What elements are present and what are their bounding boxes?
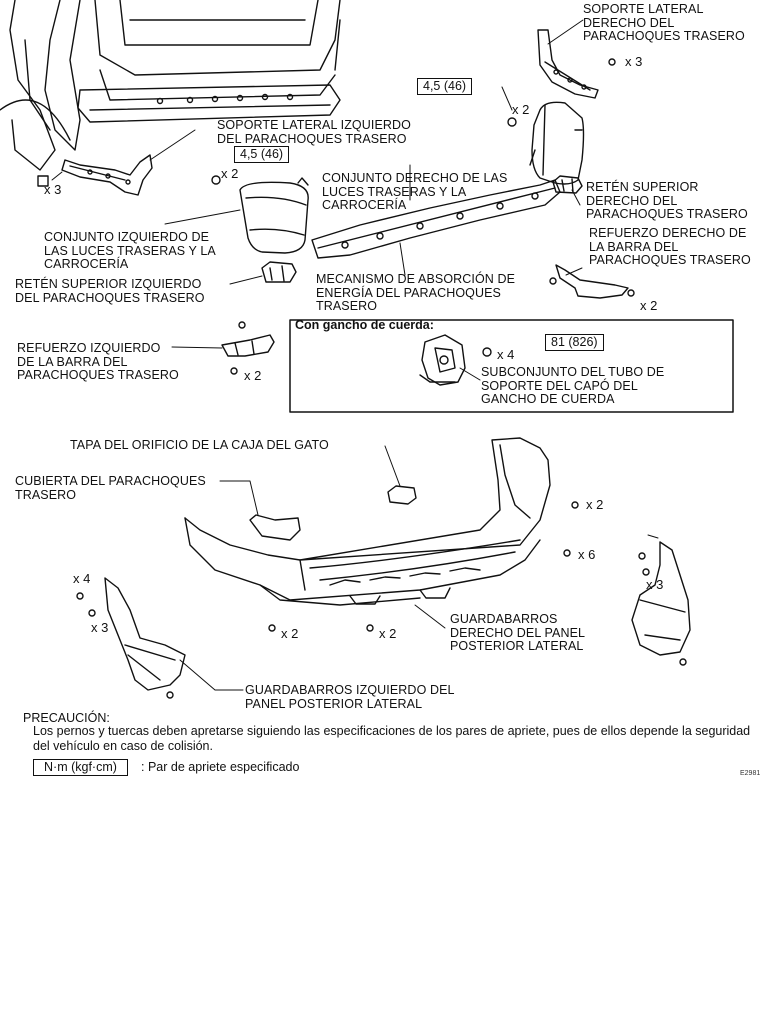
left-mudguard-part: [76, 577, 186, 699]
caution-text: Los pernos y tuercas deben apretarse sig…: [33, 724, 751, 753]
inset-title: Con gancho de cuerda:: [295, 318, 434, 332]
qty-left-reinforcement-bolts: x 2: [244, 368, 262, 383]
rope-hook-inset: [289, 319, 734, 413]
legend-description: : Par de apriete especificado: [141, 760, 300, 774]
qty-left-bracket-bolts: x 3: [44, 182, 62, 197]
leader-lines: [164, 19, 584, 691]
label-hook-subassembly: SUBCONJUNTO DEL TUBO DE SOPORTE DEL CAPÓ…: [481, 365, 665, 406]
left-upper-retainer-part: [261, 261, 297, 283]
label-left-mudguard: GUARDABARROS IZQUIERDO DEL PANEL POSTERI…: [245, 683, 455, 711]
label-left-lamp: CONJUNTO IZQUIERDO DE LAS LUCES TRASERAS…: [44, 230, 216, 271]
qty-bumper-bottom-right: x 2: [379, 626, 397, 641]
label-left-reinforcement: REFUERZO IZQUIERDO DE LA BARRA DEL PARAC…: [17, 341, 179, 382]
rear-bumper-cover-part: [184, 437, 579, 632]
label-left-side-bracket: SOPORTE LATERAL IZQUIERDO DEL PARACHOQUE…: [217, 118, 411, 146]
qty-right-mudguard-screws: x 3: [646, 577, 664, 592]
left-reinforcement-part: [221, 321, 275, 375]
qty-right-lamp-nuts: x 2: [512, 102, 530, 117]
label-absorber: MECANISMO DE ABSORCIÓN DE ENERGÍA DEL PA…: [316, 272, 516, 313]
qty-hook-bolts: x 4: [497, 347, 515, 362]
torque-left-lamp: 4,5 (46): [234, 146, 290, 163]
left-tail-lamp-part: [211, 175, 309, 254]
label-right-side-bracket: SOPORTE LATERAL DERECHO DEL PARACHOQUES …: [583, 2, 745, 43]
qty-left-mudguard-clips: x 4: [73, 571, 91, 586]
right-mudguard-part: [631, 534, 691, 666]
qty-bumper-clips: x 6: [578, 547, 596, 562]
label-bumper-cover: CUBIERTA DEL PARACHOQUES TRASERO: [15, 474, 206, 502]
caution-heading: PRECAUCIÓN:: [23, 711, 110, 725]
legend-unit-box: N·m (kgf·cm): [33, 759, 128, 776]
torque-hook: 81 (826): [545, 334, 604, 351]
label-right-upper-retainer: RETÉN SUPERIOR DERECHO DEL PARACHOQUES T…: [586, 180, 748, 221]
qty-left-mudguard-screws: x 3: [91, 620, 109, 635]
qty-bumper-bottom-left: x 2: [281, 626, 299, 641]
right-upper-retainer-part: [552, 175, 583, 194]
label-jack-hole-cover: TAPA DEL ORIFICIO DE LA CAJA DEL GATO: [70, 438, 329, 452]
right-tail-lamp-part: [507, 101, 585, 185]
qty-right-bracket-bolts: x 3: [625, 54, 643, 69]
right-reinforcement-part: [549, 264, 635, 299]
qty-bumper-side-screws: x 2: [586, 497, 604, 512]
figure-code: E2981: [740, 770, 761, 777]
label-right-reinforcement: REFUERZO DERECHO DE LA BARRA DEL PARACHO…: [589, 226, 751, 267]
label-left-upper-retainer: RETÉN SUPERIOR IZQUIERDO DEL PARACHOQUES…: [15, 277, 205, 305]
vehicle-rear-body: [0, 0, 341, 171]
qty-right-reinforcement-bolts: x 2: [640, 298, 658, 313]
left-side-bracket-part: [37, 129, 196, 196]
label-right-mudguard: GUARDABARROS DERECHO DEL PANEL POSTERIOR…: [450, 612, 586, 653]
right-side-bracket-part: [537, 29, 616, 99]
qty-left-lamp-nuts: x 2: [221, 166, 239, 181]
label-right-lamp: CONJUNTO DERECHO DE LAS LUCES TRASERAS Y…: [322, 171, 508, 212]
torque-right-lamp: 4,5 (46): [417, 78, 473, 95]
jack-hole-cover-part: [387, 485, 417, 505]
